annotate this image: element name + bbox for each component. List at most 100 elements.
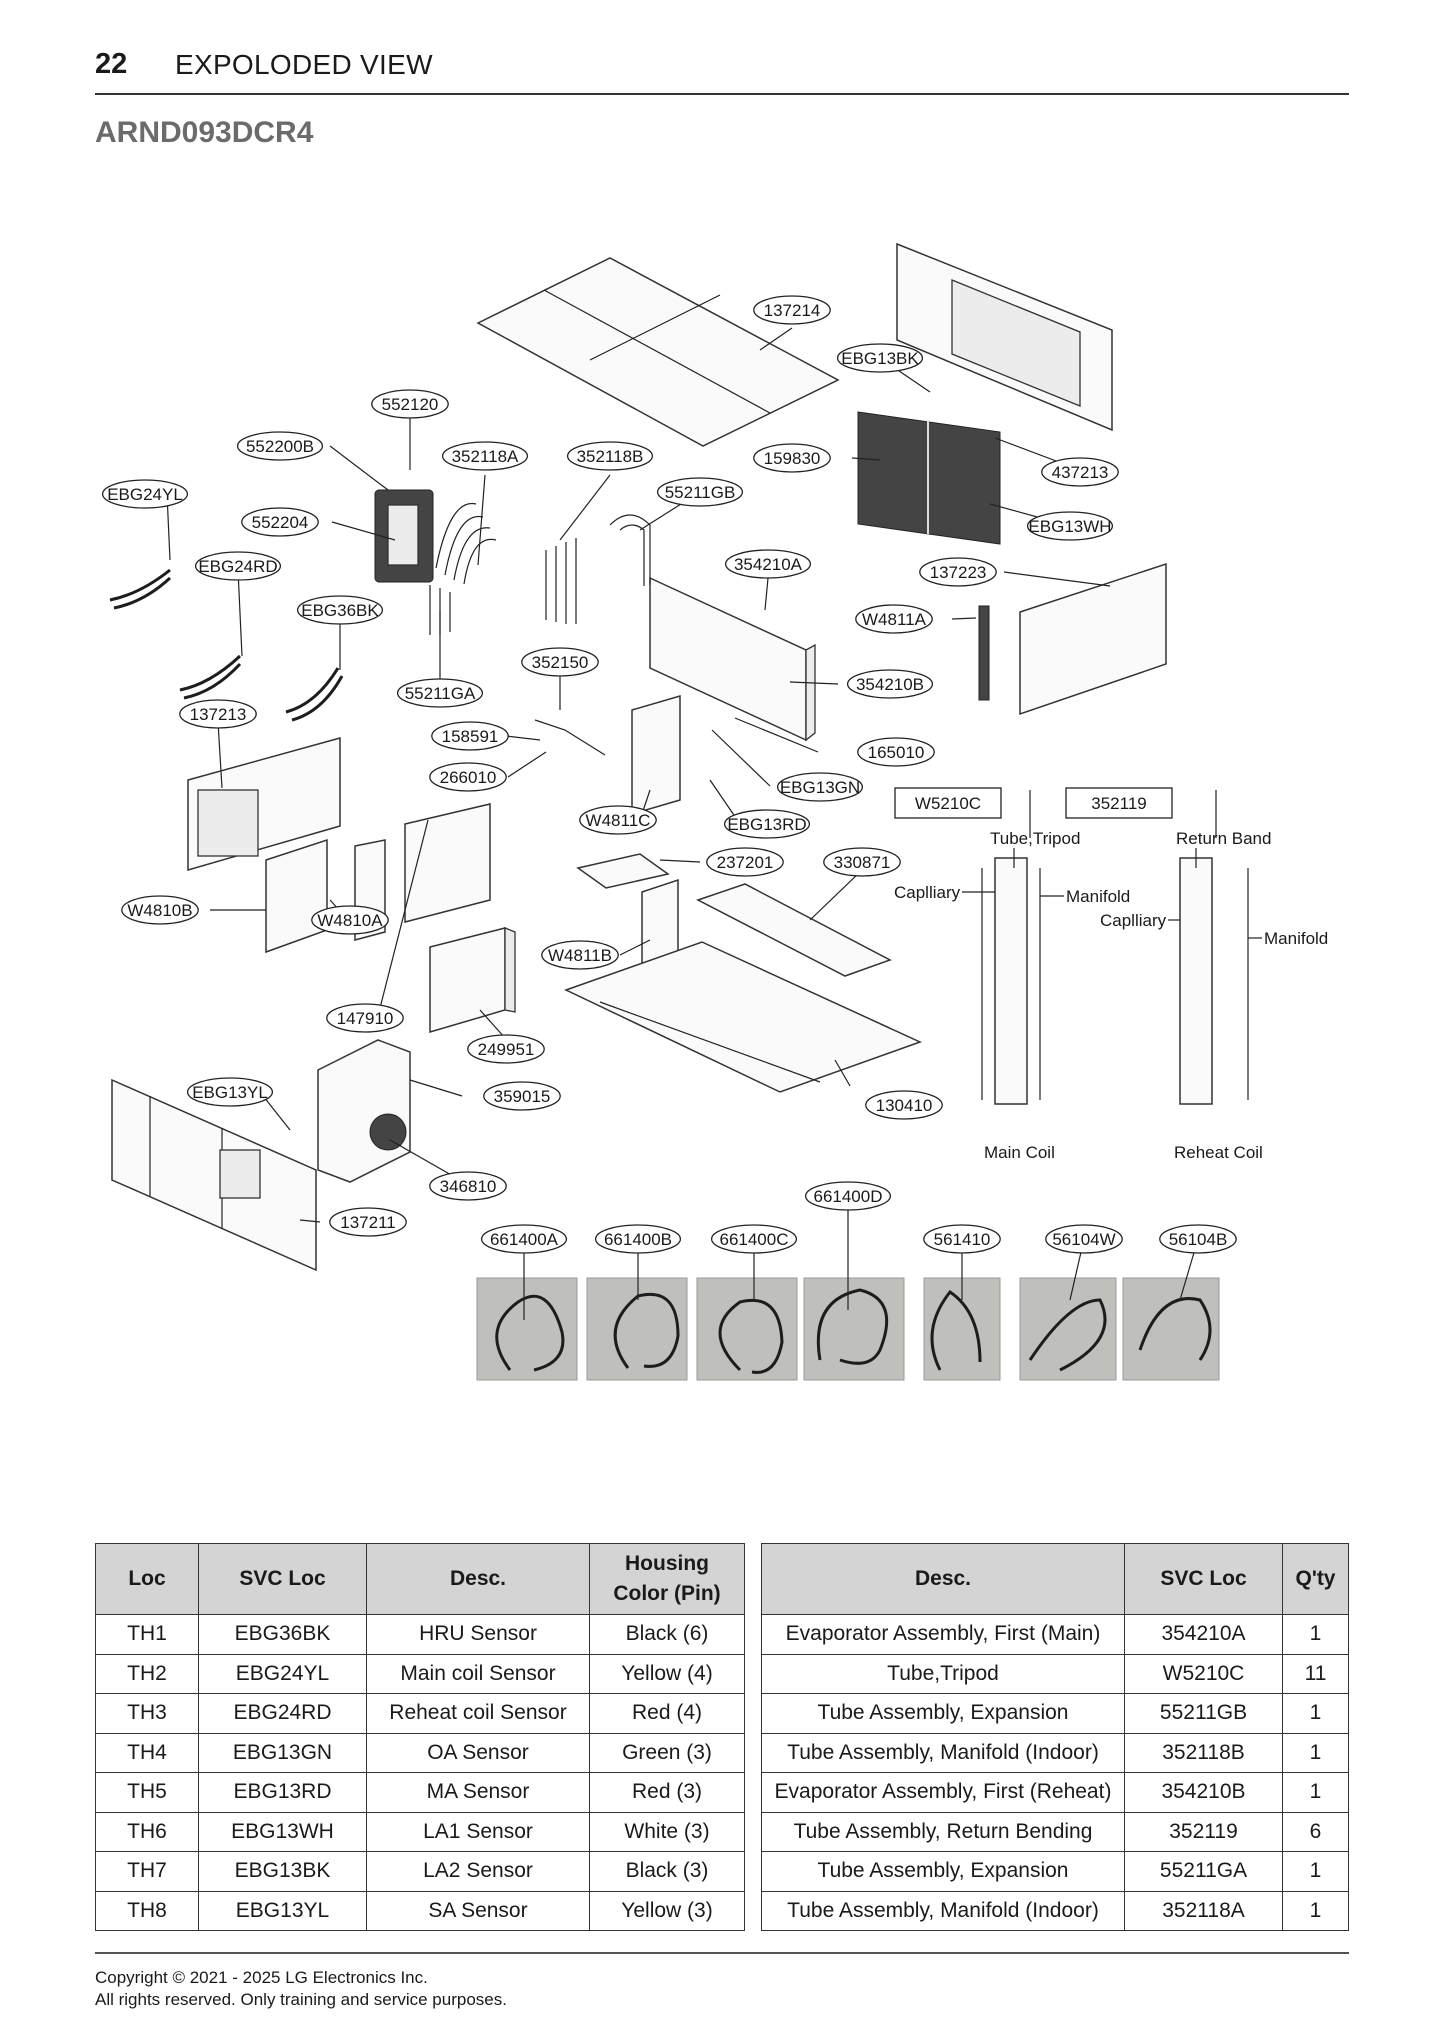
rights-text: All rights reserved. Only training and s… xyxy=(95,1990,507,2009)
desc-cell: Tube Assembly, Manifold (Indoor) xyxy=(761,1890,1125,1931)
callout-137223: 137223 xyxy=(919,557,997,587)
loc-cell: TH8 xyxy=(95,1890,199,1931)
housing-color-cell: Black (6) xyxy=(589,1614,745,1655)
callout-ebg36bk: EBG36BK xyxy=(296,595,384,625)
sensor-table-header: Loc SVC Loc Desc. Housing Color (Pin) xyxy=(95,1543,745,1615)
callout-label: EBG13WH xyxy=(1028,517,1111,536)
callout-label: 352118B xyxy=(577,447,644,466)
callout-137214: 137214 xyxy=(753,295,831,325)
callout-label: 130410 xyxy=(876,1096,933,1115)
callout-ebg24rd: EBG24RD xyxy=(194,551,282,581)
callout-354210b: 354210B xyxy=(846,669,934,699)
callout-ebg24yl: EBG24YL xyxy=(101,479,189,509)
desc-cell: Tube Assembly, Expansion xyxy=(761,1851,1125,1892)
table-row: Evaporator Assembly, First (Reheat)35421… xyxy=(761,1772,1349,1813)
callout-266010: 266010 xyxy=(429,762,507,792)
callout-ebg13rd: EBG13RD xyxy=(723,809,811,839)
desc-cell: HRU Sensor xyxy=(366,1614,590,1655)
callout-label: 56104B xyxy=(1169,1230,1228,1249)
callout-label: 137213 xyxy=(190,705,247,724)
svc-loc-cell: EBG24RD xyxy=(198,1693,367,1734)
col-desc: Desc. xyxy=(366,1543,590,1615)
boxed-label-layer: W5210C 352119 xyxy=(894,787,1173,819)
desc-cell: Tube Assembly, Return Bending xyxy=(761,1811,1125,1852)
callout-661400a: 661400A xyxy=(480,1224,568,1254)
desc-cell: SA Sensor xyxy=(366,1890,590,1931)
callout-ebg13bk: EBG13BK xyxy=(836,343,924,373)
callout-label: 352118A xyxy=(452,447,519,466)
capilliary-reheat-label: Caplliary xyxy=(1100,911,1167,930)
svc-loc-cell: 352119 xyxy=(1124,1811,1283,1852)
callout-label: 56104W xyxy=(1052,1230,1115,1249)
desc-cell: Main coil Sensor xyxy=(366,1653,590,1694)
callout-552120: 552120 xyxy=(371,389,449,419)
callout-label: 158591 xyxy=(442,727,499,746)
callout-137213: 137213 xyxy=(179,699,257,729)
col-qty: Q'ty xyxy=(1282,1543,1349,1615)
desc-cell: Tube Assembly, Expansion xyxy=(761,1693,1125,1734)
desc-cell: LA2 Sensor xyxy=(366,1851,590,1892)
table-row: Evaporator Assembly, First (Main)354210A… xyxy=(761,1614,1349,1655)
callout-label: 354210B xyxy=(856,675,924,694)
callout-249951: 249951 xyxy=(467,1034,545,1064)
callout-561410: 561410 xyxy=(923,1224,1001,1254)
callout-label: 561410 xyxy=(934,1230,991,1249)
qty-cell: 1 xyxy=(1282,1890,1349,1931)
tube-tripod-label: Tube,Tripod xyxy=(990,829,1080,848)
assembly-table: Desc. SVC Loc Q'ty Evaporator Assembly, … xyxy=(761,1543,1349,1931)
col-loc: Loc xyxy=(95,1543,199,1615)
col-desc: Desc. xyxy=(761,1543,1125,1615)
loc-cell: TH3 xyxy=(95,1693,199,1734)
callout-237201: 237201 xyxy=(706,847,784,877)
callout-label: W4811B xyxy=(548,946,612,965)
svc-loc-cell: EBG13GN xyxy=(198,1732,367,1773)
loc-cell: TH1 xyxy=(95,1614,199,1655)
callout-label: 661400B xyxy=(604,1230,672,1249)
callout-552204: 552204 xyxy=(241,507,319,537)
svc-loc-cell: EBG13RD xyxy=(198,1772,367,1813)
manifold-main-label: Manifold xyxy=(1066,887,1130,906)
housing-color-cell: Black (3) xyxy=(589,1851,745,1892)
svc-loc-cell: EBG13YL xyxy=(198,1890,367,1931)
callout-w4811c: W4811C xyxy=(579,805,657,835)
callout-label: EBG13GN xyxy=(780,778,860,797)
qty-cell: 1 xyxy=(1282,1693,1349,1734)
callout-label: 237201 xyxy=(717,853,774,872)
boxed-label-352119: 352119 xyxy=(1065,787,1173,819)
desc-cell: OA Sensor xyxy=(366,1732,590,1773)
svc-loc-cell: 354210B xyxy=(1124,1772,1283,1813)
model-number: ARND093DCR4 xyxy=(95,116,314,149)
qty-cell: 6 xyxy=(1282,1811,1349,1852)
callout-label: EBG13BK xyxy=(841,349,919,368)
capilliary-main-label: Caplliary xyxy=(894,883,961,902)
desc-cell: Tube Assembly, Manifold (Indoor) xyxy=(761,1732,1125,1773)
housing-color-cell: White (3) xyxy=(589,1811,745,1852)
callout-label: 552120 xyxy=(382,395,439,414)
svc-loc-cell: EBG36BK xyxy=(198,1614,367,1655)
section-title: EXPOLODED VIEW xyxy=(175,49,433,80)
col-housing-color: Housing Color (Pin) xyxy=(589,1543,745,1615)
svc-loc-cell: EBG24YL xyxy=(198,1653,367,1694)
boxed-label-w5210c: W5210C xyxy=(894,787,1002,819)
callout-330871: 330871 xyxy=(823,847,901,877)
sensor-table: Loc SVC Loc Desc. Housing Color (Pin) TH… xyxy=(95,1543,745,1931)
callout-label: 552200B xyxy=(246,437,314,456)
callout-130410: 130410 xyxy=(865,1090,943,1120)
callout-158591: 158591 xyxy=(431,721,509,751)
callout-label: 159830 xyxy=(764,449,821,468)
callout-label: EBG24RD xyxy=(198,557,277,576)
qty-cell: 1 xyxy=(1282,1614,1349,1655)
loc-cell: TH2 xyxy=(95,1653,199,1694)
page-number: 22 xyxy=(95,48,128,80)
callout-label: 266010 xyxy=(440,768,497,787)
callout-label: EBG36BK xyxy=(301,601,379,620)
qty-cell: 1 xyxy=(1282,1732,1349,1773)
svc-loc-cell: 55211GA xyxy=(1124,1851,1283,1892)
